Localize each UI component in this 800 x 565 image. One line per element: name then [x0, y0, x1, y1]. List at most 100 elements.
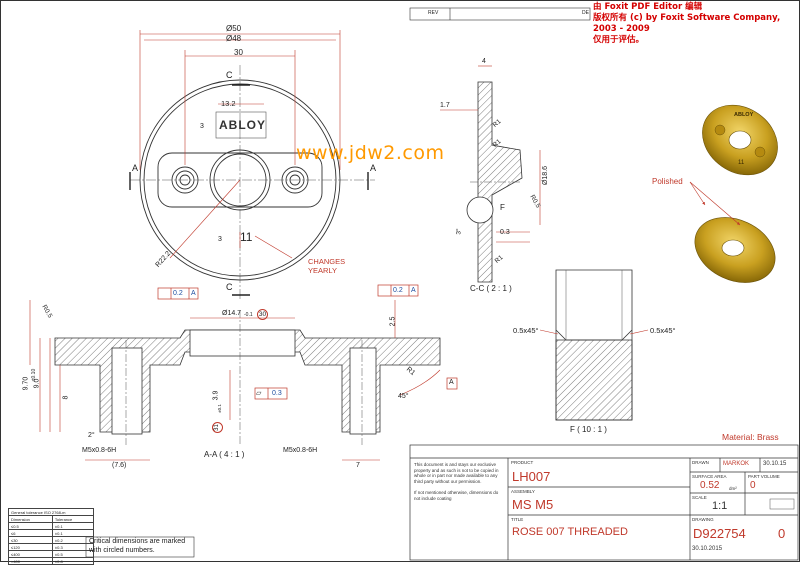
render-logo: ABLOY [734, 112, 754, 118]
cc-dim-0-3: 0.3 [500, 229, 510, 236]
render-bottom [694, 217, 776, 283]
aa-flatness: 0.3 [272, 390, 282, 397]
detail-chamfer-right: 0.5x45° [650, 326, 676, 335]
table-cell: ≤0.5 [8, 522, 53, 530]
dim-13-2: 13.2 [221, 99, 236, 108]
table-cell: ≤120 [8, 543, 53, 551]
aa-thread-right: M5x0.8-6H [283, 447, 318, 454]
detail-f-label: F ( 10 : 1 ) [570, 425, 607, 434]
section-aa-dimensions [29, 300, 441, 461]
title-block [409, 444, 799, 561]
table-cell: >400 [8, 557, 53, 565]
tolerance-header-tolerance: Tolerance [51, 515, 95, 523]
render-part-mark: 11 [738, 160, 745, 166]
drawn-label: DRAWN [692, 460, 709, 465]
section-cc-label: C-C ( 2 : 1 ) [470, 284, 512, 293]
assembly-value: MS M5 [512, 497, 554, 512]
aa-thread-left: M5x0.8-6H [82, 447, 117, 454]
aa-dim-8: 8 [62, 395, 70, 400]
render-top [702, 104, 778, 176]
section-a-right: A [370, 163, 377, 173]
general-tolerance-table: General tolerance ISO 2768-m Dimension T… [8, 508, 95, 565]
cc-dim-4: 4 [482, 58, 486, 65]
aa-center-circ: 30 [257, 309, 268, 320]
flatness-icon: ▱ [256, 390, 262, 397]
cc-dim-dia18-6: Ø18.6 [542, 165, 550, 186]
confidential-note: This document is and stays our exclusive… [414, 462, 499, 484]
cc-dim-1-7: 1.7 [440, 102, 450, 109]
assembly-label: ASSEMBLY [511, 489, 535, 494]
fcf-left-value: 0.2 [173, 290, 183, 297]
aa-dim-9-70: 9.70 [22, 376, 30, 391]
aa-height-center: 3.9 [212, 390, 220, 401]
foxit-watermark-line1: 由 Foxit PDF Editor 编辑 [593, 2, 703, 12]
top-view [129, 65, 375, 300]
revision-header-box [409, 7, 591, 21]
section-cc [466, 81, 523, 283]
description-label: DE [582, 10, 589, 16]
aa-height-circ: 31 [212, 422, 223, 433]
surface-area-unit: dm² [729, 486, 737, 491]
section-a-left: A [132, 163, 139, 173]
top-view-dimensions [139, 30, 341, 259]
detail-f [555, 269, 633, 421]
fcf-right-datum: A [411, 287, 416, 294]
changes-yearly-note: CHANGES YEARLY [308, 257, 346, 275]
foxit-watermark: 由 Foxit PDF Editor 编辑 版权所有 (c) by Foxit … [593, 2, 800, 46]
title-value: ROSE 007 THREADED [512, 526, 628, 538]
site-watermark: www.jdw2.com [296, 142, 445, 164]
fcf-right-value: 0.2 [393, 287, 403, 294]
table-cell: ±0.1 [51, 522, 95, 530]
cc-dim-3deg: 3° [455, 228, 463, 235]
dim-dia50: Ø50 [226, 24, 242, 33]
product-label: PRODUCT [511, 460, 534, 465]
surface-area-label: SURFACE AREA [692, 474, 727, 479]
section-aa-label: A-A ( 4 : 1 ) [204, 450, 245, 459]
projection-symbol [769, 498, 795, 510]
aa-len-left: (7.6) [112, 462, 127, 469]
detail-chamfer-left: 0.5x45° [513, 326, 539, 335]
aa-center-dia: Ø14.7 [222, 310, 242, 317]
dim-30: 30 [234, 48, 243, 57]
drawn-date: 30.10.15 [763, 461, 787, 467]
tolerance-title: General tolerance ISO 2768-m [8, 508, 94, 516]
drawing-revision: 0 [778, 526, 786, 541]
table-cell: ≤400 [8, 550, 53, 558]
feature-control-frames [157, 284, 458, 400]
aa-angle-left: 2° [88, 432, 95, 439]
table-cell: ±0.3 [51, 543, 95, 551]
dim-dia48: Ø48 [226, 34, 242, 43]
drawn-by: MARKOK [723, 461, 750, 467]
scale-label: SCALE [692, 495, 707, 500]
coating-note: If not mentioned otherwise, dimensions d… [414, 490, 499, 501]
product-value: LH007 [512, 469, 551, 484]
brand-logo: ABLOY [219, 118, 266, 132]
aa-angle-right: 45° [398, 393, 409, 400]
date-mark: 11 [240, 230, 253, 244]
foxit-watermark-line3: 仅用于评估。 [593, 35, 645, 45]
aa-depth-right: 2.5 [389, 316, 397, 327]
dim-3-top: 3 [200, 123, 204, 130]
drawing-date: 30.10.2015 [692, 546, 723, 552]
fcf-left-datum: A [191, 290, 196, 297]
section-c-top: C [226, 70, 233, 80]
aa-dim-tol: ±0.10 [31, 368, 38, 382]
polished-label: Polished [652, 177, 683, 186]
section-cc-dimensions [440, 65, 541, 243]
part-volume-label: PART VOLUME [748, 474, 780, 479]
section-aa [54, 310, 441, 445]
critical-dimensions-note: Critical dimensions are marked with circ… [89, 538, 186, 554]
section-c-bottom: C [226, 282, 233, 292]
tolerance-header-dimension: Dimension [8, 515, 53, 523]
aa-len-right: 7 [356, 462, 360, 469]
dim-3-bottom: 3 [218, 236, 222, 243]
scale-value: 1:1 [712, 500, 728, 512]
drawing-label: DRAWING [692, 517, 714, 522]
drawing-number: D922754 [693, 526, 746, 541]
revision-label: REV [428, 10, 439, 16]
table-cell: ≤6 [8, 529, 53, 537]
foxit-watermark-line2: 版权所有 (c) by Foxit Software Company, 2003… [593, 13, 781, 34]
surface-area-value: 0.52 [700, 480, 720, 491]
